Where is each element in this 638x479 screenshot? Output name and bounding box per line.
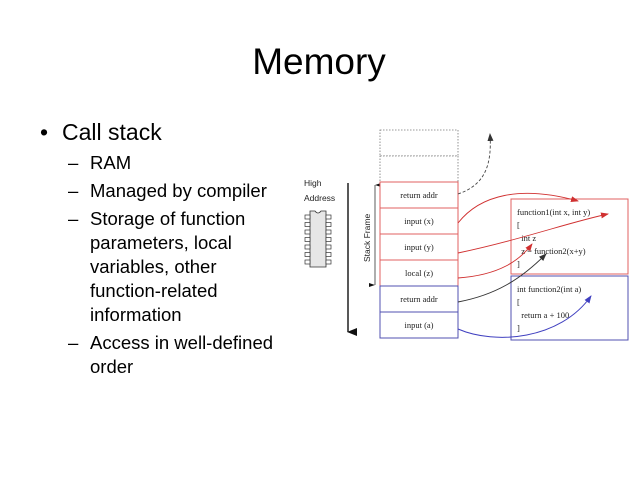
stack: return addr input (x) input (y) local (z) re… — [380, 130, 458, 338]
stack-cell-label: local (z) — [405, 268, 433, 278]
chip-pin — [305, 223, 310, 227]
stack-cell: local (z) — [380, 260, 458, 286]
chip-pin — [305, 253, 310, 257]
stack-cell — [380, 130, 458, 156]
stack-cell: input (y) — [380, 234, 458, 260]
stack-cell: return addr — [380, 286, 458, 312]
stack-cell-label: input (x) — [404, 216, 434, 226]
stack-cell: input (x) — [380, 208, 458, 234]
code-line: ] — [517, 323, 520, 333]
chip-pin — [326, 223, 331, 227]
chip-pin — [326, 230, 331, 234]
code-line: function1(int x, int y) — [517, 207, 590, 217]
chip-pin — [326, 215, 331, 219]
chip-pin — [326, 253, 331, 257]
function2-code: int function2(int a) [ return a + 100] — [517, 284, 581, 333]
chip-pin — [305, 260, 310, 264]
stack-cell-label: input (y) — [404, 242, 434, 252]
stack-cell-label: return addr — [400, 190, 438, 200]
chip-pin — [305, 230, 310, 234]
code-line: z = function2(x+y) — [517, 246, 586, 256]
code-line: int function2(int a) — [517, 284, 581, 294]
chip-pin — [326, 238, 331, 242]
return-addr-caller-arrow — [458, 134, 490, 194]
stack-cell — [380, 156, 458, 182]
chip-pin — [305, 215, 310, 219]
return-addr-arrow — [458, 254, 546, 302]
chip-pin — [305, 245, 310, 249]
function1-code: function1(int x, int y)[ int z z = funct… — [517, 207, 590, 269]
stack-cell: input (a) — [380, 312, 458, 338]
high-address-label-line2: Address — [304, 193, 335, 203]
chip-pin — [326, 245, 331, 249]
stack-cell-label: input (a) — [404, 320, 433, 330]
code-line: return a + 100 — [517, 310, 569, 320]
memory-chip-icon — [305, 211, 331, 267]
code-line: ] — [517, 259, 520, 269]
chip-pin — [326, 260, 331, 264]
code-line: [ — [517, 297, 520, 307]
high-address-label-line1: High — [304, 178, 322, 188]
stack-cell-label: return addr — [400, 294, 438, 304]
chip-pin — [305, 238, 310, 242]
stack-frame-label: Stack Frame — [362, 214, 372, 262]
stack-cell: return addr — [380, 182, 458, 208]
code-line: [ — [517, 220, 520, 230]
